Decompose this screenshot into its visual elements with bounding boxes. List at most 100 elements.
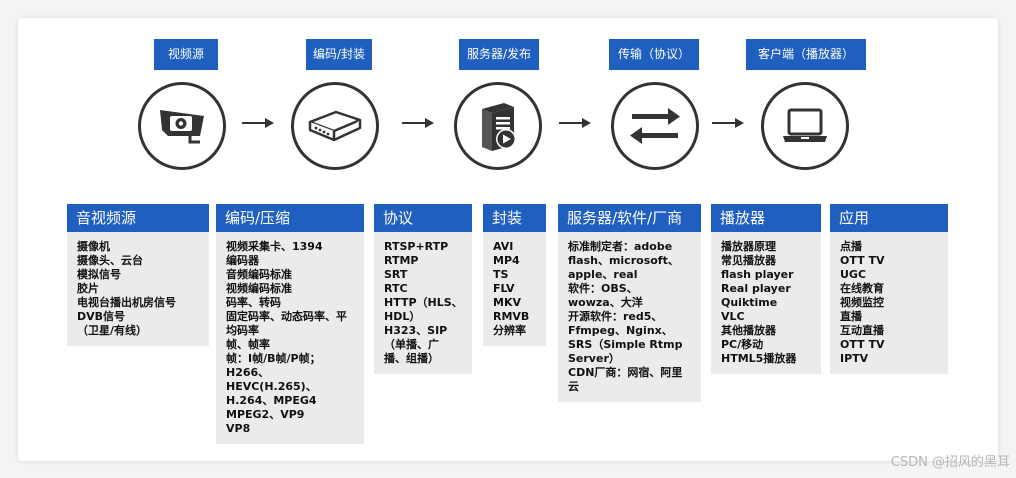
- list-item: TS: [493, 268, 509, 281]
- list-item: 互动直播: [840, 324, 884, 337]
- list-item: 摄像机: [77, 240, 110, 253]
- list-item: AVI: [493, 240, 514, 253]
- list-item: 摄像头、云台: [77, 254, 143, 267]
- list-item: 在线教育: [840, 282, 884, 295]
- column-title: 协议: [374, 204, 472, 232]
- list-item: 标准制定者：adobe: [568, 240, 673, 253]
- list-item: RTSP+RTP: [384, 240, 449, 253]
- arrow-icon: [559, 118, 591, 128]
- list-item: flash、microsoft、: [568, 254, 679, 267]
- stage-circle-server: [454, 82, 542, 170]
- column-title: 播放器: [711, 204, 821, 232]
- list-item: SRT: [384, 268, 408, 281]
- column-title: 服务器/软件/厂商: [558, 204, 701, 232]
- list-item: HTTP（HLS、: [384, 296, 463, 309]
- list-item: UGC: [840, 268, 867, 281]
- list-item: 模拟信号: [77, 268, 121, 281]
- list-item: 云: [568, 380, 579, 393]
- column-server-software: 服务器/软件/厂商 标准制定者：adobe flash、microsoft、 a…: [558, 204, 701, 402]
- list-item: 视频采集卡、1394: [226, 240, 323, 253]
- stage-label-server: 服务器/发布: [459, 39, 539, 70]
- arrow-icon: [242, 118, 274, 128]
- column-items: 视频采集卡、1394 编码器 音频编码标准 视频编码标准 码率、转码 固定码率、…: [216, 232, 364, 444]
- list-item: Quiktime: [721, 296, 778, 309]
- list-item: HEVC(H.265)、: [226, 380, 317, 393]
- list-item: 视频编码标准: [226, 282, 292, 295]
- column-title: 应用: [830, 204, 948, 232]
- list-item: MKV: [493, 296, 521, 309]
- column-items: 摄像机 摄像头、云台 模拟信号 胶片 电视台播出机房信号 DVB信号 （卫星/有…: [67, 232, 209, 346]
- list-item: 视频监控: [840, 296, 884, 309]
- list-item: H266、: [226, 366, 270, 379]
- stage-label-client: 客户端（播放器）: [746, 39, 866, 70]
- list-item: 点播: [840, 240, 862, 253]
- list-item: Ffmpeg、Nginx、: [568, 324, 673, 337]
- list-item: RTMP: [384, 254, 419, 267]
- server-icon: [482, 103, 516, 151]
- column-protocol: 协议 RTSP+RTP RTMP SRT RTC HTTP（HLS、 HDL） …: [374, 204, 472, 374]
- list-item: Server）: [568, 352, 620, 365]
- column-items: 播放器原理 常见播放器 flash player Real player Qui…: [711, 232, 821, 374]
- list-item: HTML5播放器: [721, 352, 797, 365]
- column-title: 编码/压缩: [216, 204, 364, 232]
- list-item: 音频编码标准: [226, 268, 292, 281]
- transfer-arrows-icon: [630, 108, 680, 144]
- stage-label-transfer: 传输（协议）: [609, 39, 699, 70]
- encoder-box-icon: [308, 110, 362, 142]
- column-encode: 编码/压缩 视频采集卡、1394 编码器 音频编码标准 视频编码标准 码率、转码…: [216, 204, 364, 444]
- watermark: CSDN @招风的黑耳: [890, 455, 1010, 470]
- list-item: Real player: [721, 282, 791, 295]
- list-item: 固定码率、动态码率、平: [226, 310, 347, 323]
- list-item: 开源软件：red5、: [568, 310, 663, 323]
- camera-icon: [160, 110, 204, 144]
- arrow-icon: [712, 118, 744, 128]
- stage-circle-client: [761, 82, 849, 170]
- list-item: 胶片: [77, 282, 99, 295]
- list-item: CDN厂商：网宿、阿里: [568, 366, 683, 379]
- list-item: VLC: [721, 310, 745, 323]
- stage-circle-video-source: [138, 82, 226, 170]
- laptop-icon: [783, 108, 827, 142]
- list-item: 码率、转码: [226, 296, 281, 309]
- list-item: FLV: [493, 282, 515, 295]
- list-item: RMVB: [493, 310, 530, 323]
- list-item: 帧：I帧/B帧/P帧；: [226, 352, 321, 365]
- list-item: SRS（Simple Rtmp: [568, 338, 683, 351]
- column-av-source: 音视频源 摄像机 摄像头、云台 模拟信号 胶片 电视台播出机房信号 DVB信号 …: [67, 204, 209, 346]
- list-item: OTT TV: [840, 254, 885, 267]
- list-item: RTC: [384, 282, 408, 295]
- column-items: 点播 OTT TV UGC 在线教育 视频监控 直播 互动直播 OTT TV I…: [830, 232, 948, 374]
- column-items: AVI MP4 TS FLV MKV RMVB 分辨率: [483, 232, 546, 346]
- list-item: 电视台播出机房信号: [77, 296, 176, 309]
- list-item: wowza、大洋: [568, 296, 643, 309]
- column-player: 播放器 播放器原理 常见播放器 flash player Real player…: [711, 204, 821, 374]
- stage-circle-transfer: [611, 82, 699, 170]
- list-item: 播放器原理: [721, 240, 776, 253]
- list-item: OTT TV: [840, 338, 885, 351]
- list-item: PC/移动: [721, 338, 764, 351]
- list-item: （单播、广: [384, 338, 439, 351]
- list-item: MP4: [493, 254, 520, 267]
- column-items: RTSP+RTP RTMP SRT RTC HTTP（HLS、 HDL） H32…: [374, 232, 472, 374]
- stage-circle-encode: [291, 82, 379, 170]
- list-item: IPTV: [840, 352, 869, 365]
- column-container-format: 封装 AVI MP4 TS FLV MKV RMVB 分辨率: [483, 204, 546, 346]
- list-item: VP8: [226, 422, 251, 435]
- list-item: 其他播放器: [721, 324, 776, 337]
- column-application: 应用 点播 OTT TV UGC 在线教育 视频监控 直播 互动直播 OTT T…: [830, 204, 948, 374]
- list-item: 直播: [840, 310, 862, 323]
- list-item: MPEG2、VP9: [226, 408, 305, 421]
- column-title: 音视频源: [67, 204, 209, 232]
- list-item: 帧、帧率: [226, 338, 270, 351]
- list-item: H.264、MPEG4: [226, 394, 317, 407]
- column-items: 标准制定者：adobe flash、microsoft、 apple、real …: [558, 232, 701, 402]
- stage-label-video-source: 视频源: [154, 39, 218, 70]
- list-item: 软件：OBS、: [568, 282, 638, 295]
- list-item: 均码率: [226, 324, 259, 337]
- arrow-icon: [402, 118, 434, 128]
- list-item: flash player: [721, 268, 794, 281]
- stage-label-encode: 编码/封装: [306, 39, 372, 70]
- list-item: 分辨率: [493, 324, 526, 337]
- list-item: 常见播放器: [721, 254, 776, 267]
- list-item: H323、SIP: [384, 324, 448, 337]
